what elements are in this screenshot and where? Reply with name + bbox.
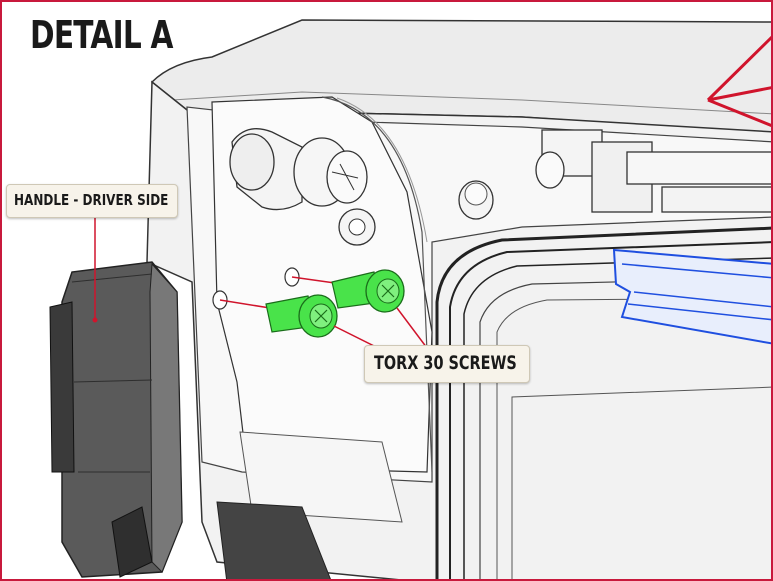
- window-frame: [435, 226, 771, 579]
- callout-handle-driver-side: HANDLE - DRIVER SIDE: [6, 184, 178, 218]
- highlighted-seal: [612, 248, 771, 345]
- torx-screw-lower: [265, 294, 338, 338]
- torx-screw-upper: [331, 269, 405, 313]
- handle-driver-side: [49, 261, 183, 578]
- callout-torx-label: TORX 30 SCREWS: [374, 352, 517, 374]
- callout-torx-screws: TORX 30 SCREWS: [364, 345, 530, 383]
- callout-handle-label: HANDLE - DRIVER SIDE: [14, 191, 169, 209]
- detail-title: DETAIL A: [30, 13, 173, 57]
- latch-mechanism: [535, 129, 771, 213]
- callout-leaders: [92, 35, 771, 351]
- cable-gland: [229, 128, 368, 211]
